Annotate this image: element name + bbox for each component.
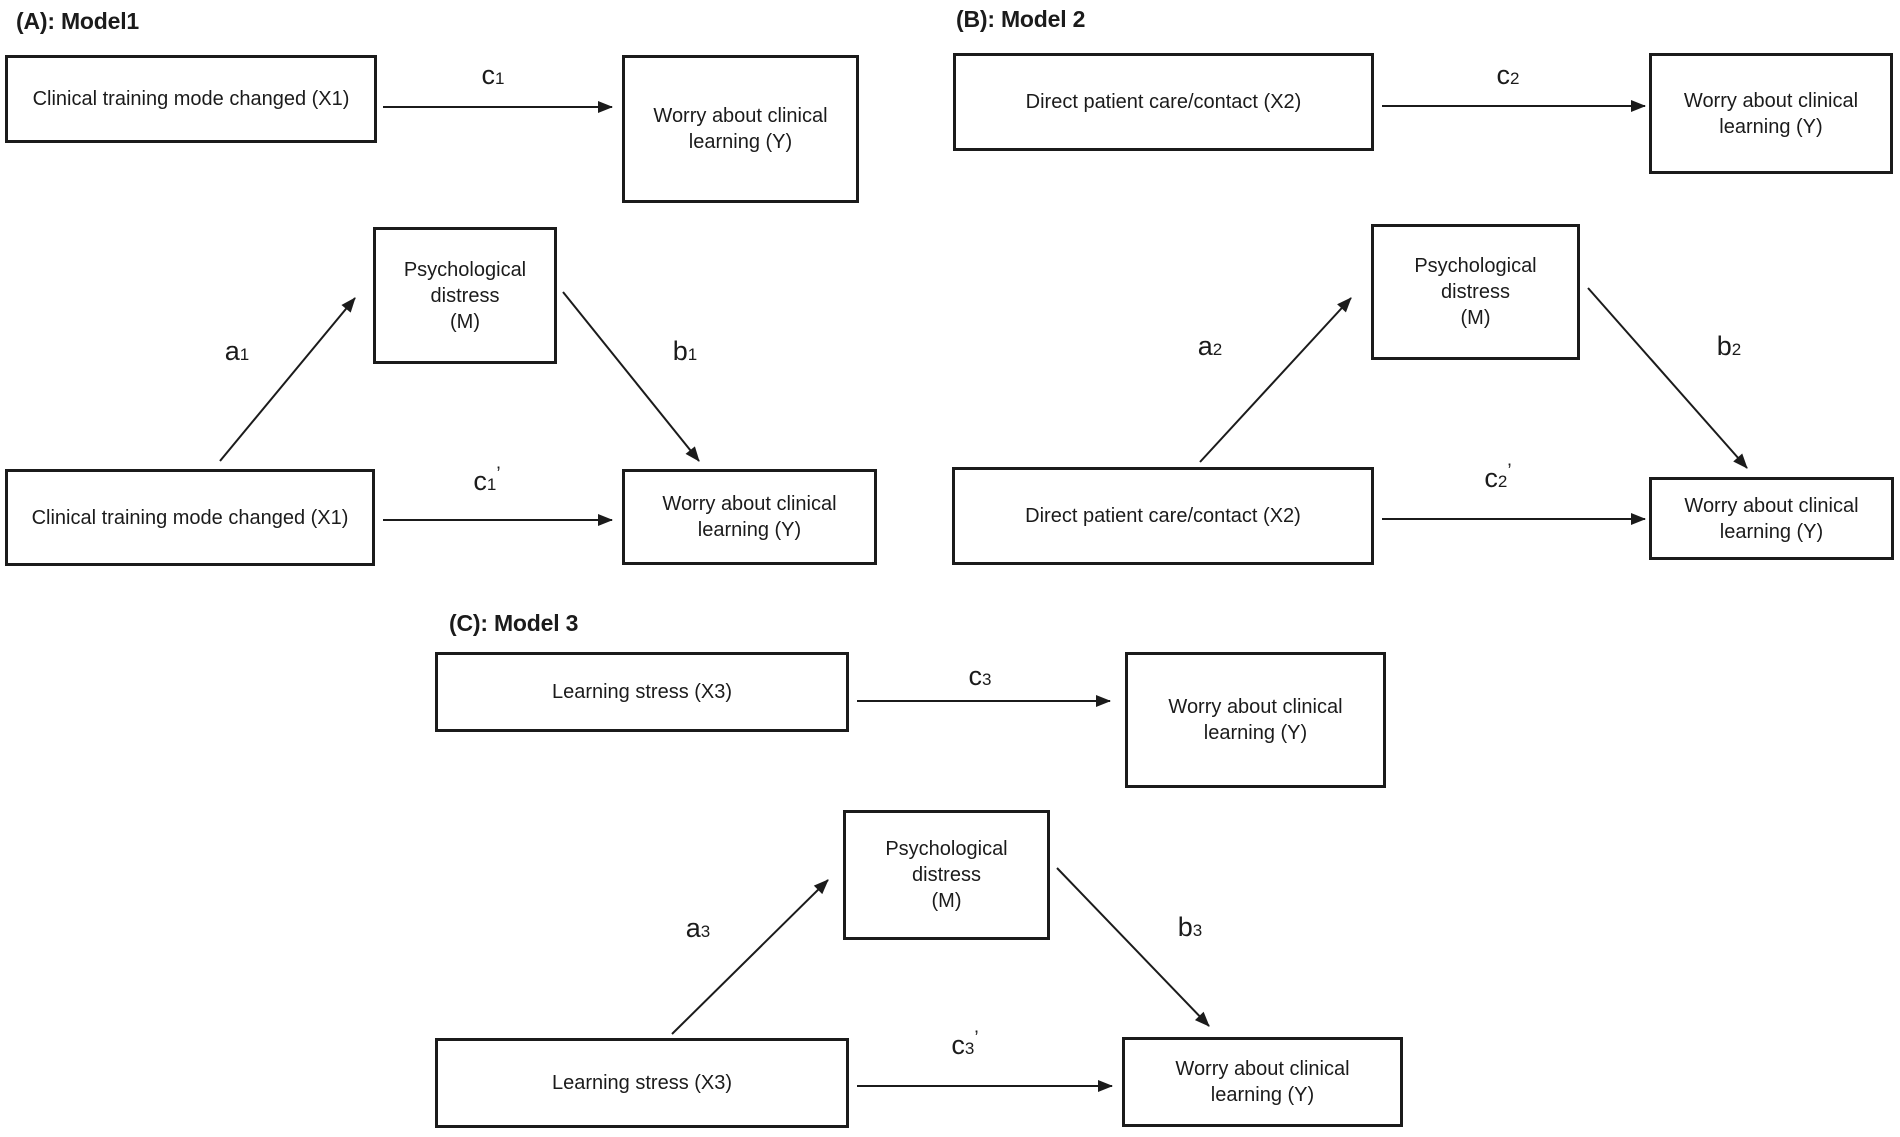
model-b-total-predictor-box: Direct patient care/contact (X2)	[953, 53, 1374, 151]
model-c-direct-predictor-box: Learning stress (X3)	[435, 1038, 849, 1128]
model-b-direct-outcome-box: Worry about clinical learning (Y)	[1649, 477, 1894, 560]
model-c-arrow-b	[1056, 867, 1210, 1027]
model-a-direct-outcome-box: Worry about clinical learning (Y)	[622, 469, 877, 565]
model-a-total-predictor-label: Clinical training mode changed (X1)	[32, 88, 350, 110]
model-c-mediator-box: Psychological distress (M)	[843, 810, 1050, 940]
model-c-label-a: a3	[685, 913, 711, 943]
model-b-total-outcome-box: Worry about clinical learning (Y)	[1649, 53, 1893, 174]
model-b-arrow-b	[1587, 287, 1748, 469]
model-b-label-b: b2	[1716, 331, 1742, 361]
model-c-direct-outcome-label: Worry about clinical learning (Y)	[1175, 1058, 1350, 1106]
model-b-direct-predictor-box: Direct patient care/contact (X2)	[952, 467, 1374, 565]
model-b-direct-predictor-label: Direct patient care/contact (X2)	[1025, 505, 1301, 527]
model-b-direct-outcome-label: Worry about clinical learning (Y)	[1684, 494, 1859, 543]
model-a-direct-predictor-box: Clinical training mode changed (X1)	[5, 469, 375, 566]
model-c-label-c: c3	[968, 661, 992, 691]
model-a-mediator-box: Psychological distress (M)	[373, 227, 557, 364]
model-a-arrow-a	[219, 297, 356, 462]
model-a-mediator-label: Psychological distress (M)	[403, 258, 527, 333]
model-a-arrow-b	[562, 291, 700, 462]
model-c-title: (C): Model 3	[449, 610, 579, 636]
model-b-title: (B): Model 2	[956, 6, 1086, 32]
model-a-label-c: c1	[481, 60, 505, 90]
model-c-direct-outcome-box: Worry about clinical learning (Y)	[1122, 1037, 1403, 1127]
model-c-label-c-prime: c3’	[951, 1028, 979, 1060]
model-c-direct-predictor-label: Learning stress (X3)	[551, 1072, 733, 1094]
model-b-label-c: c2	[1496, 60, 1520, 90]
model-b-mediator-box: Psychological distress (M)	[1371, 224, 1580, 360]
model-a-label-b: b1	[672, 336, 698, 366]
model-c-mediator-label: Psychological distress (M)	[885, 838, 1008, 912]
model-a-label-a: a1	[224, 336, 250, 366]
model-c-total-predictor-label: Learning stress (X3)	[551, 681, 733, 703]
model-b-mediator-label: Psychological distress (M)	[1414, 255, 1537, 329]
model-b-label-a: a2	[1197, 331, 1223, 361]
model-b-arrow-a	[1199, 297, 1352, 463]
model-a-direct-outcome-label: Worry about clinical learning (Y)	[662, 493, 837, 541]
model-c-arrow-a	[671, 879, 829, 1035]
model-c-label-b: b3	[1177, 912, 1203, 942]
model-b-label-c-prime: c2’	[1484, 461, 1512, 493]
model-b-total-predictor-label: Direct patient care/contact (X2)	[1025, 91, 1302, 113]
model-a-title: (A): Model1	[16, 8, 140, 34]
model-a-direct-predictor-label: Clinical training mode changed (X1)	[31, 506, 349, 529]
model-a-total-outcome-label: Worry about clinical learning (Y)	[653, 105, 828, 153]
model-c-total-outcome-box: Worry about clinical learning (Y)	[1125, 652, 1386, 788]
model-c-total-predictor-box: Learning stress (X3)	[435, 652, 849, 732]
model-a-label-c-prime: c1’	[473, 464, 501, 496]
model-b-total-outcome-label: Worry about clinical learning (Y)	[1683, 89, 1859, 138]
model-a-total-outcome-box: Worry about clinical learning (Y)	[622, 55, 859, 203]
model-a-total-predictor-box: Clinical training mode changed (X1)	[5, 55, 377, 143]
model-c-total-outcome-label: Worry about clinical learning (Y)	[1168, 696, 1343, 744]
